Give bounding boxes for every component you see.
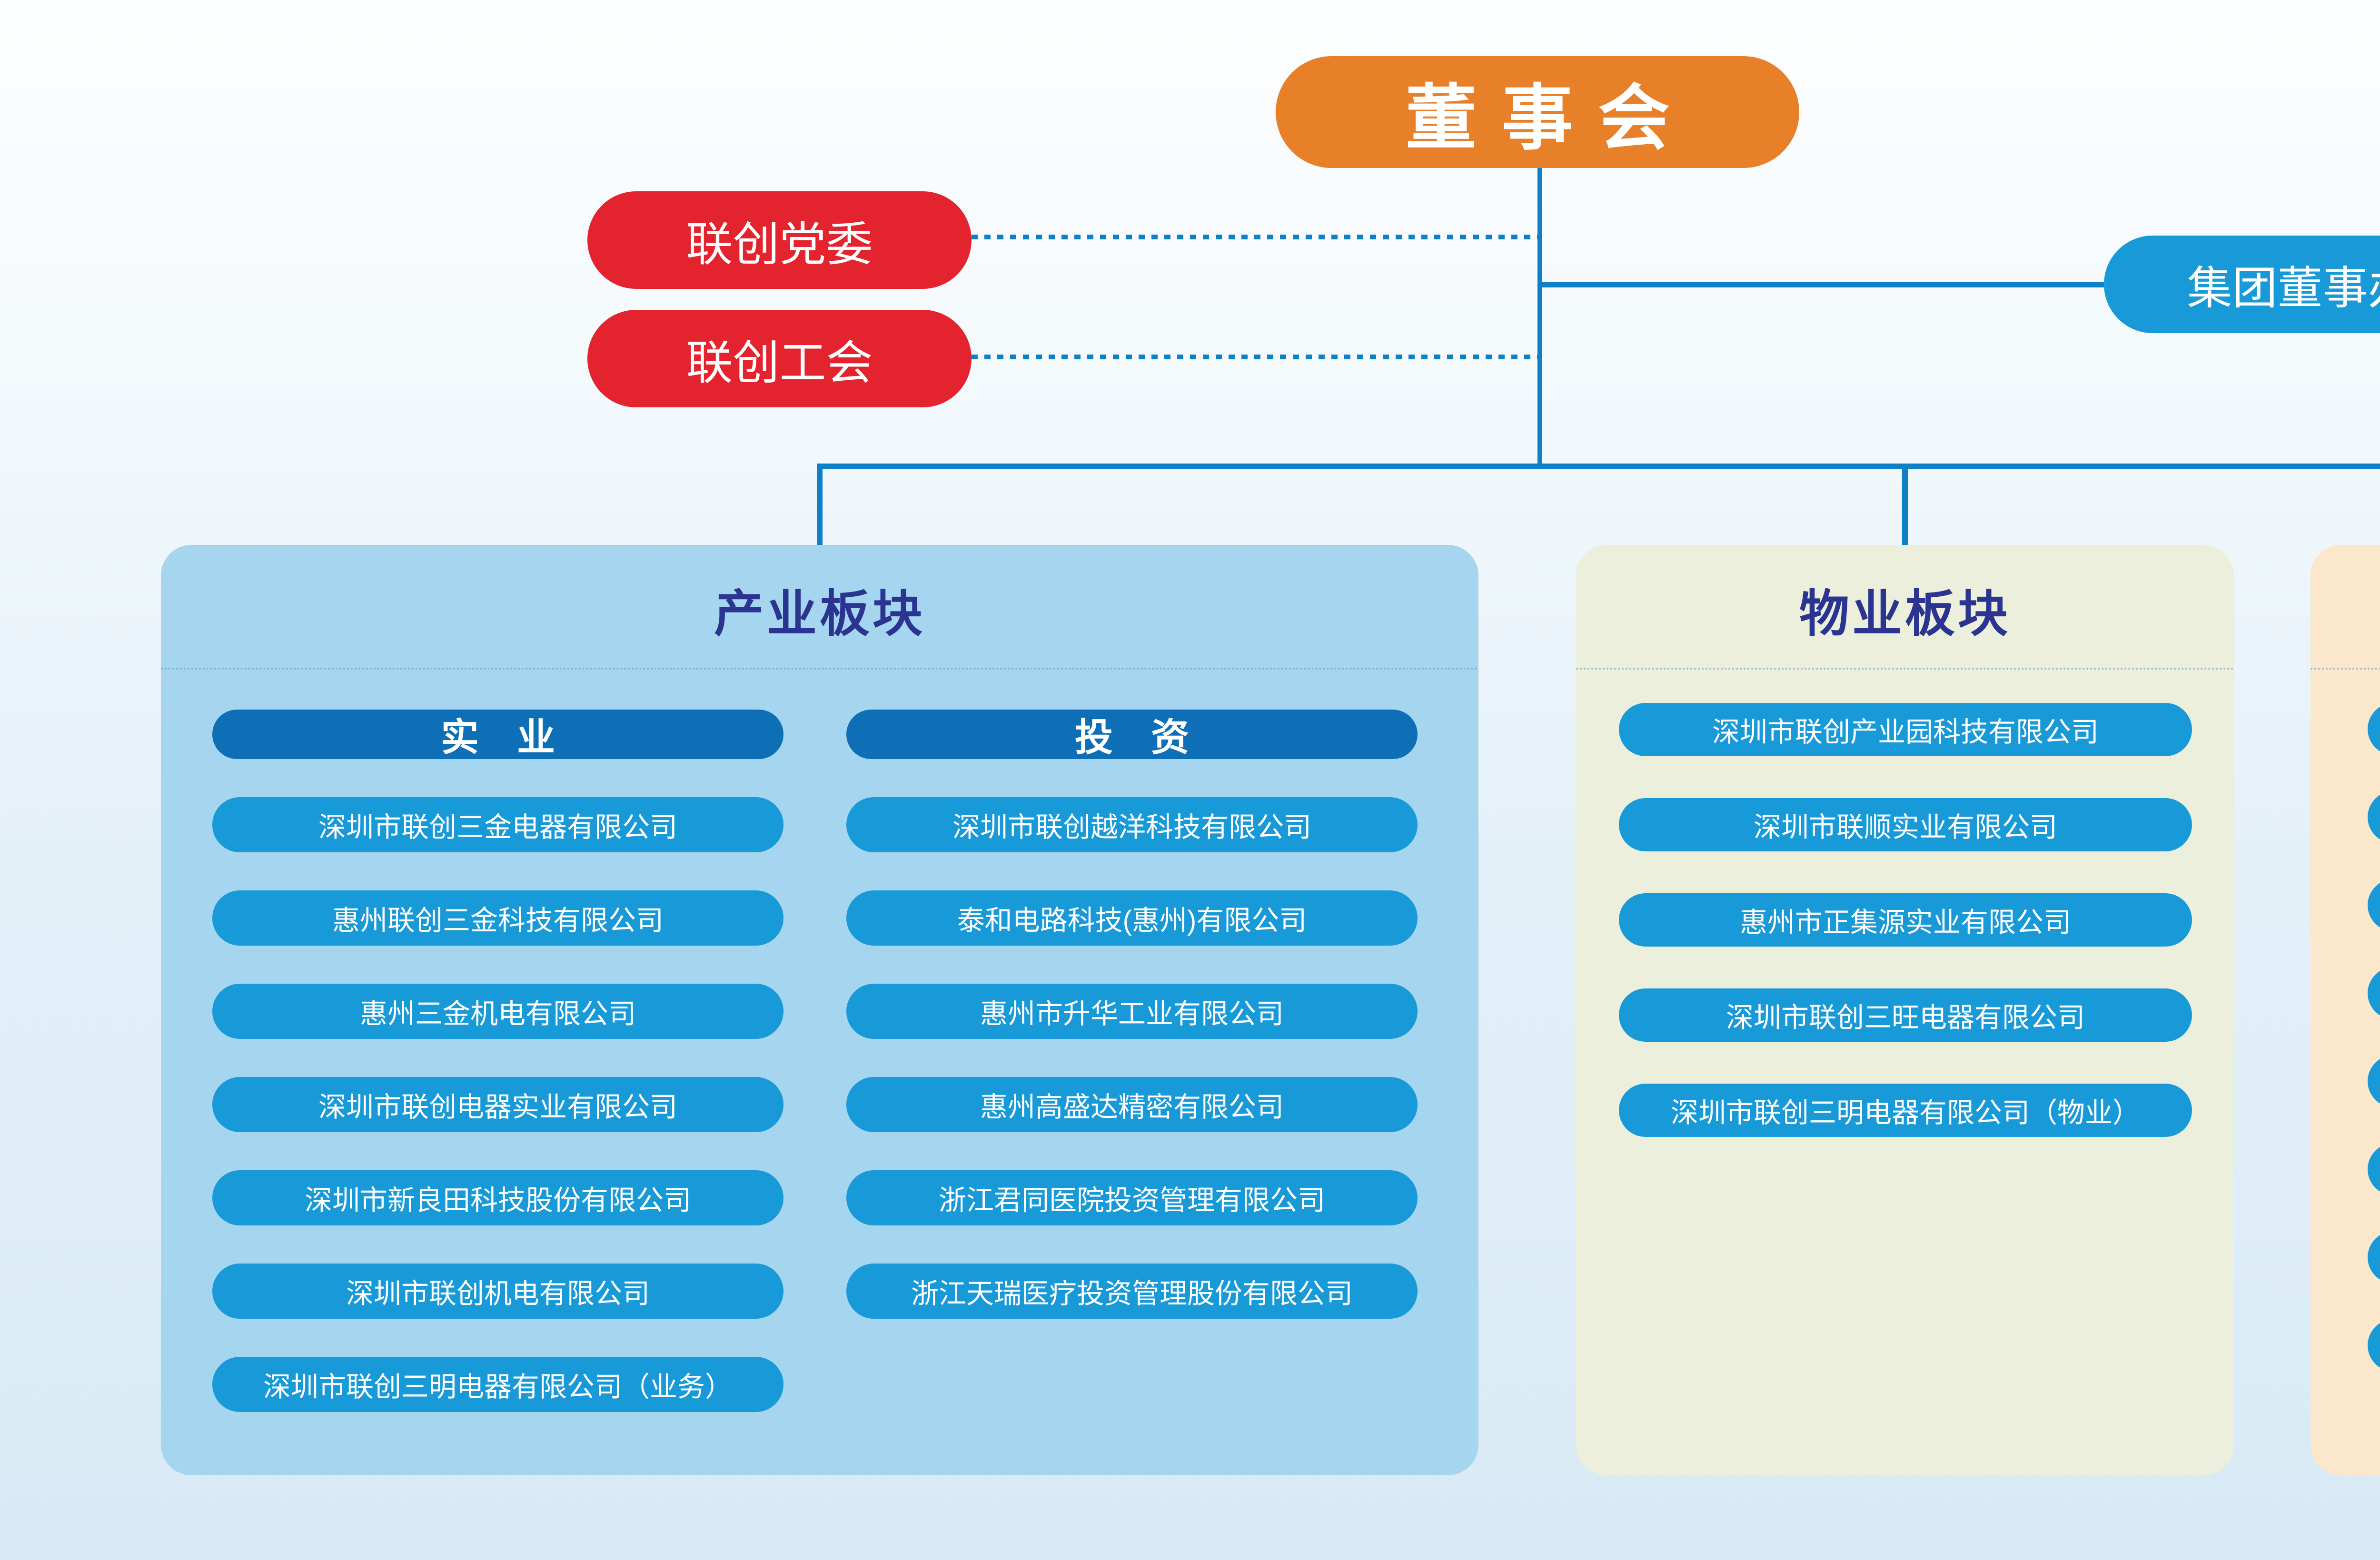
company-pill: 深圳市联创三明电器有限公司（物业） [1619, 1084, 2192, 1137]
connector-board-vertical [1537, 168, 1542, 469]
panel-support-divider [2311, 668, 2380, 670]
panel-property: 物业板块 深圳市联创产业园科技有限公司深圳市联顺实业有限公司惠州市正集源实业有限… [1576, 545, 2234, 1475]
panel-industry-title: 产业板块 [714, 586, 925, 642]
department-pill: 运营OMS办公室 [2368, 967, 2380, 1019]
panel-property-title: 物业板块 [1799, 586, 2011, 642]
connector-party-dotted-line [972, 235, 1538, 239]
column-header-investment: 投资 [846, 710, 1418, 759]
company-pill: 深圳市联创三金电器有限公司 [212, 797, 783, 852]
company-pill: 浙江天瑞医疗投资管理股份有限公司 [846, 1264, 1418, 1319]
department-pill: 投资发展部 [2368, 1231, 2380, 1284]
party-committee-pill: 联创党委 [587, 191, 972, 289]
panel-support-title: 职能支持平台 [2311, 573, 2380, 646]
department-pill: 集团办公室 [2368, 703, 2380, 755]
group-board-office-pill: 集团董事办 [2104, 236, 2380, 333]
company-pill: 惠州市正集源实业有限公司 [1619, 893, 2192, 947]
connector-drop-property [1902, 464, 1908, 545]
department-pill: IT体系部 [2368, 1055, 2380, 1107]
connector-union-dotted-line [972, 355, 1538, 359]
company-pill: 深圳市联创越洋科技有限公司 [846, 797, 1418, 852]
property-company-list: 深圳市联创产业园科技有限公司深圳市联顺实业有限公司惠州市正集源实业有限公司深圳市… [1619, 703, 2192, 1137]
panel-industry: 产业板块 实业 深圳市联创三金电器有限公司惠州联创三金科技有限公司惠州三金机电有… [161, 545, 1478, 1475]
connector-drop-industry [817, 464, 823, 545]
column-industrial: 实业 深圳市联创三金电器有限公司惠州联创三金科技有限公司惠州三金机电有限公司深圳… [212, 710, 783, 1412]
company-pill: 浙江君同医院投资管理有限公司 [846, 1170, 1418, 1225]
company-pill: 惠州高盛达精密有限公司 [846, 1077, 1418, 1132]
company-pill: 惠州三金机电有限公司 [212, 984, 783, 1039]
company-pill: 深圳市联创三明电器有限公司（业务） [212, 1357, 783, 1412]
company-pill: 惠州市升华工业有限公司 [846, 984, 1418, 1039]
company-pill: 惠州联创三金科技有限公司 [212, 890, 783, 946]
board-of-directors-pill: 董事会 [1276, 56, 1799, 168]
company-pill: 深圳市联顺实业有限公司 [1619, 798, 2192, 851]
column-header-industrial: 实业 [212, 710, 783, 759]
department-pill: 财务与经营管理部 [2368, 879, 2380, 931]
department-pill: 人力资源部 [2368, 1143, 2380, 1195]
panel-industry-divider [161, 668, 1478, 670]
panel-support: 职能支持平台 集团办公室战略规划部财务与经营管理部运营OMS办公室 IT体系部人力… [2311, 545, 2380, 1475]
company-pill: 深圳市联创电器实业有限公司 [212, 1077, 783, 1132]
company-pill: 深圳市联创机电有限公司 [212, 1264, 783, 1319]
company-pill: 深圳市联创产业园科技有限公司 [1619, 703, 2192, 756]
connector-office-horizontal [1540, 282, 2104, 287]
company-pill: 深圳市新良田科技股份有限公司 [212, 1170, 783, 1225]
department-pill: 审计稽查部 [2368, 1319, 2380, 1372]
labor-union-pill: 联创工会 [587, 310, 972, 407]
company-pill: 深圳市联创三旺电器有限公司 [1619, 988, 2192, 1042]
connector-distributor-horizontal [817, 464, 2380, 469]
panel-property-divider [1576, 668, 2234, 670]
department-pill: 战略规划部 [2368, 791, 2380, 843]
column-investment: 投资 深圳市联创越洋科技有限公司泰和电路科技(惠州)有限公司惠州市升华工业有限公… [846, 710, 1418, 1319]
support-department-list: 集团办公室战略规划部财务与经营管理部运营OMS办公室 IT体系部人力资源部投资发展… [2368, 703, 2380, 1372]
company-pill: 泰和电路科技(惠州)有限公司 [846, 890, 1418, 946]
